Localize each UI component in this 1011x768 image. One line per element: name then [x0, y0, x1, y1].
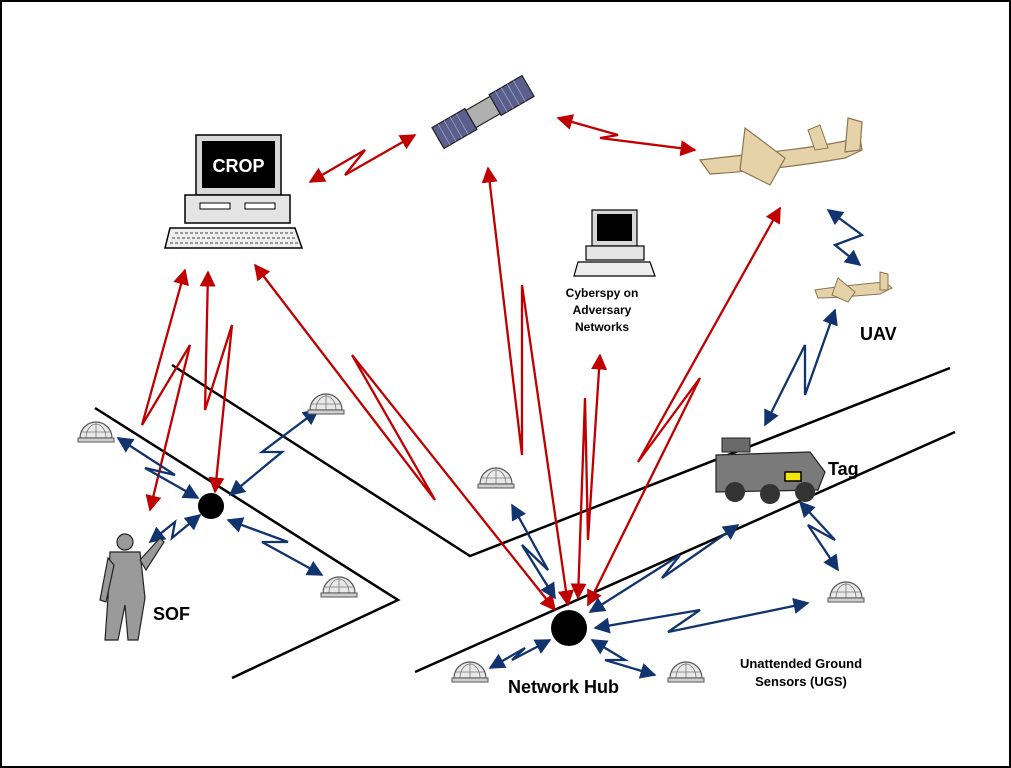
tag-label: Tag — [828, 459, 859, 479]
uav-icon — [814, 271, 893, 303]
cyberspy-computer-icon — [573, 209, 656, 277]
cyberspy-label-line1: Cyberspy on — [566, 286, 639, 300]
cyberspy-label-line3: Networks — [575, 320, 629, 334]
aircraft-icon — [698, 117, 863, 186]
network-hub-label: Network Hub — [508, 677, 619, 697]
red-link-arrows — [140, 114, 782, 612]
sof-label: SOF — [153, 604, 190, 624]
ugs-label-line1: Unattended Ground — [740, 656, 862, 671]
soldier-icon — [99, 533, 165, 641]
vehicle-icon — [715, 437, 826, 504]
sof-hub-node-icon — [198, 493, 224, 519]
network-hub-node-icon — [551, 610, 587, 646]
ugs-label-line2: Sensors (UGS) — [755, 674, 847, 689]
crop-computer-icon: CROP — [164, 134, 304, 249]
crop-label: CROP — [212, 156, 264, 176]
cyberspy-label-line2: Adversary — [573, 303, 632, 317]
satellite-icon — [431, 74, 535, 150]
tag-marker-icon — [784, 471, 802, 482]
blue-link-arrows — [116, 209, 865, 679]
uav-label: UAV — [860, 324, 897, 344]
